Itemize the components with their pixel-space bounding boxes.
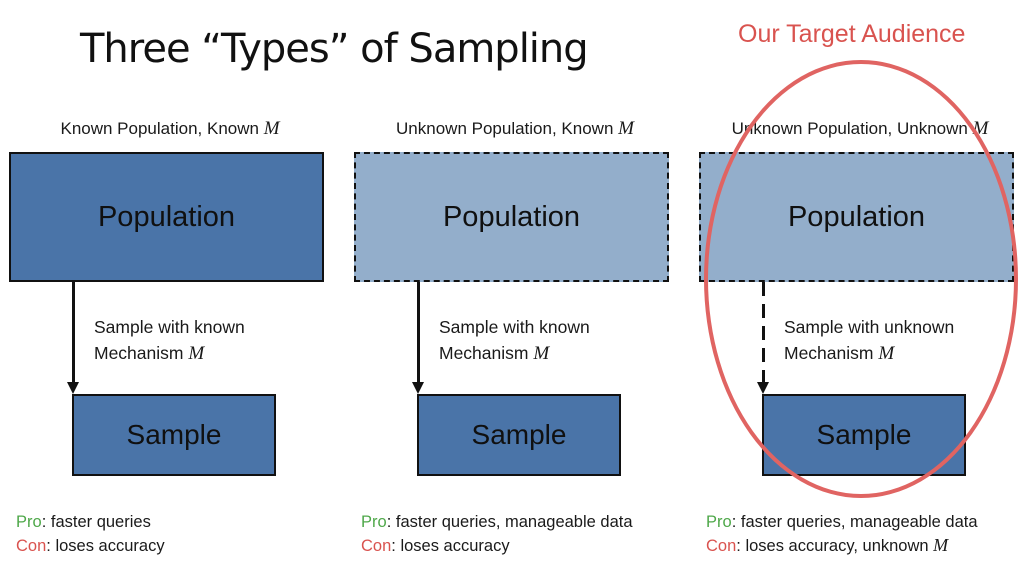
sampling-arrow [67,282,79,394]
con-variable: M [933,535,949,555]
con-text: : loses accuracy, unknown [736,537,934,555]
sampling-type-column-1: Known Population, Known M Population Sam… [0,0,340,576]
heading-text: Known Population, Known [60,119,264,138]
pro-text: : faster queries, manageable data [386,513,633,531]
con-label: Con [361,537,392,555]
mechanism-label: Sample with known Mechanism M [439,314,669,367]
con-label: Con [16,537,47,555]
mechanism-line-1: Sample with known [94,317,245,337]
pro-text: : faster queries [41,513,151,531]
pro-text: : faster queries, manageable data [731,513,978,531]
mechanism-line-2: Mechanism [784,343,879,363]
pros-cons: Pro: faster queries Con: loses accuracy [16,511,336,558]
heading-variable: M [618,118,634,139]
pros-cons: Pro: faster queries, manageable data Con… [706,511,1024,558]
heading-variable: M [263,118,280,139]
sampling-arrow [412,282,424,394]
mechanism-label: Sample with known Mechanism M [94,314,324,367]
heading-text: Unknown Population, Unknown [731,119,973,138]
column-heading: Unknown Population, Unknown M [690,118,1024,140]
population-box: Population [9,152,324,282]
population-box: Population [354,152,669,282]
pros-cons: Pro: faster queries, manageable data Con… [361,511,681,558]
column-heading: Unknown Population, Known M [345,118,685,140]
con-text: : loses accuracy [391,537,510,555]
pro-label: Pro [706,513,732,531]
heading-variable: M [972,118,989,139]
mechanism-variable: M [878,343,895,364]
mechanism-line-1: Sample with unknown [784,317,955,337]
arrow-head-icon [412,382,424,394]
con-text: : loses accuracy [46,537,165,555]
heading-text: Unknown Population, Known [396,119,619,138]
pro-label: Pro [16,513,42,531]
sample-box: Sample [417,394,621,476]
mechanism-label: Sample with unknown Mechanism M [784,314,1014,367]
sample-box: Sample [762,394,966,476]
column-heading: Known Population, Known M [0,118,340,140]
mechanism-variable: M [188,343,205,364]
mechanism-line-2: Mechanism [439,343,534,363]
sampling-type-column-3: Unknown Population, Unknown M Population… [690,0,1024,576]
slide-title: Three “Types” of Sampling [80,26,589,72]
population-box: Population [699,152,1014,282]
con-label: Con [706,537,737,555]
target-audience-label: Our Target Audience [738,20,966,48]
sampling-type-column-2: Unknown Population, Known M Population S… [345,0,685,576]
mechanism-line-2: Mechanism [94,343,189,363]
arrow-head-icon [67,382,79,394]
arrow-head-icon [757,382,769,394]
mechanism-line-1: Sample with known [439,317,590,337]
sample-box: Sample [72,394,276,476]
sampling-arrow [757,282,769,394]
pro-label: Pro [361,513,387,531]
mechanism-variable: M [533,343,550,364]
